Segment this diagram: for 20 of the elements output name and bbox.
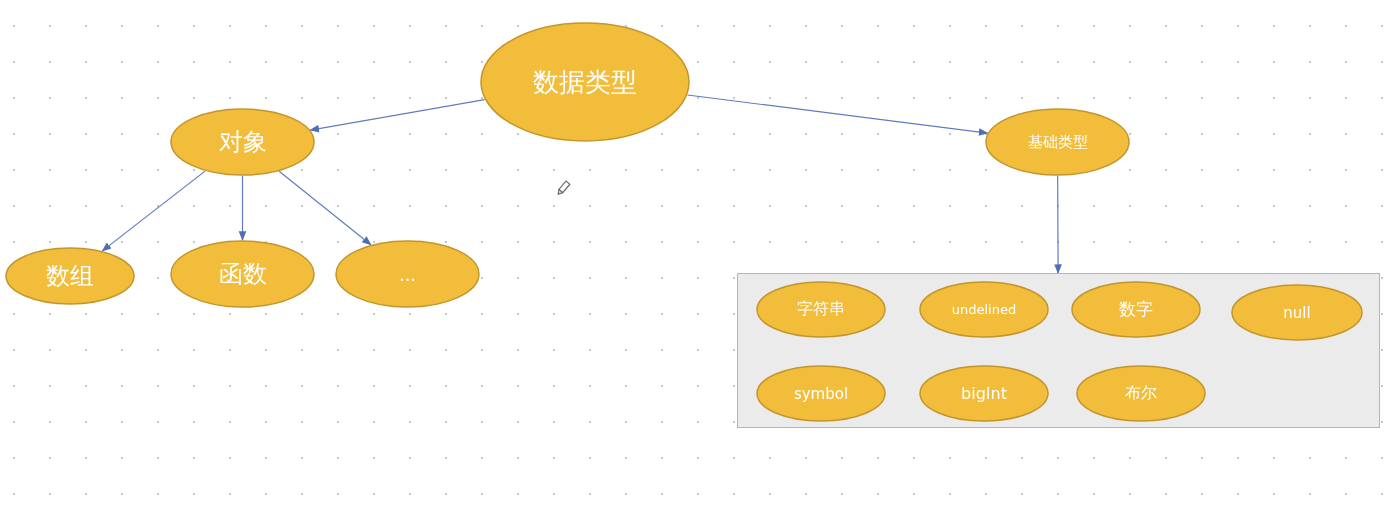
ellipse-node: 基础类型 [985,108,1130,176]
ellipse-node: 布尔 [1076,365,1206,422]
arrow [686,94,989,136]
ellipse-node: undelined [919,281,1049,338]
ellipse-node: 数字 [1071,281,1201,338]
ellipse-node: 函数 [170,240,315,308]
arrow [309,99,486,133]
ellipse-node: ... [335,240,480,308]
ellipse-node: symbol [756,365,886,422]
ellipse-node: bigInt [919,365,1049,422]
arrow [238,175,247,241]
ellipse-node: 数组 [5,247,135,305]
group-box [737,273,1380,428]
ellipse-node: 数据类型 [480,22,690,142]
ellipse-node: null [1231,284,1363,341]
arrow [1054,175,1062,274]
arrow [278,170,372,246]
ellipse-node: 字符串 [756,281,886,338]
arrow [101,170,206,252]
ellipse-node: 对象 [170,108,315,176]
